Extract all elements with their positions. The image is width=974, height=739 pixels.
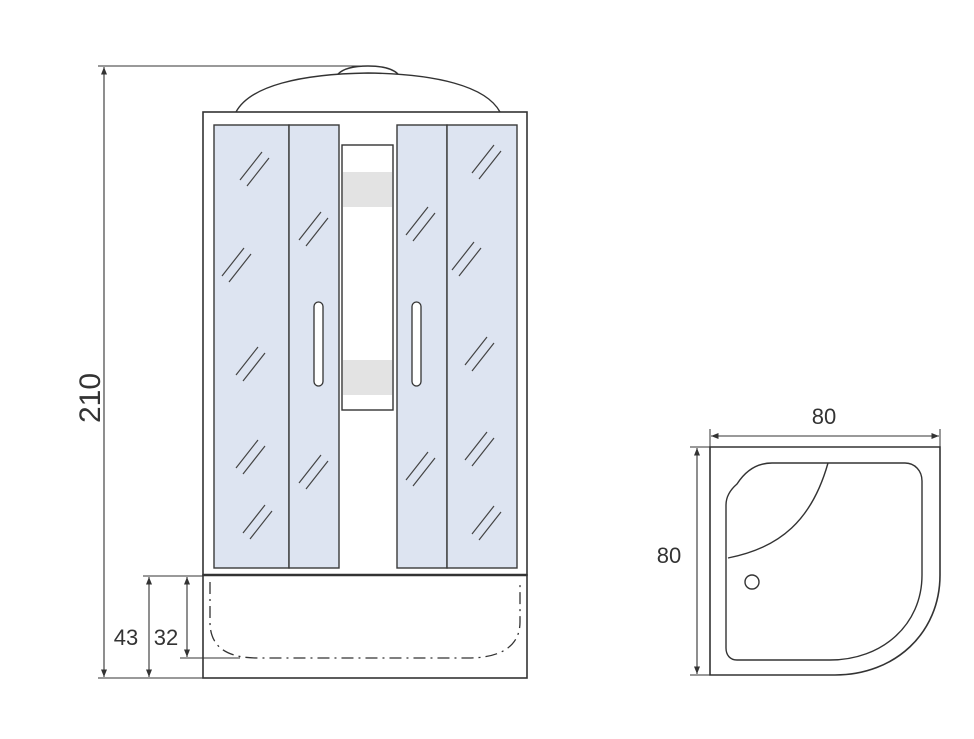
dimension-tray-height: 43	[114, 575, 203, 677]
drain-icon	[744, 574, 760, 590]
door-handle-right	[411, 301, 422, 387]
dimension-total-height: 210	[74, 65, 527, 679]
dimension-top-width: 80	[709, 404, 941, 447]
seat-curve	[727, 462, 829, 559]
door-handle-left	[313, 301, 324, 387]
back-panel-band-top	[343, 172, 392, 207]
tray-basin-top	[725, 462, 923, 661]
label-top-width: 80	[812, 404, 836, 429]
label-total-height: 210	[74, 373, 107, 423]
label-tray-height: 43	[114, 625, 138, 650]
glass-panel-right-outer	[446, 124, 518, 569]
tray-basin-hidden	[209, 582, 521, 659]
glass-reflections	[221, 144, 502, 541]
glass-panel-left-outer	[213, 124, 290, 569]
glass-panel-right-door	[396, 124, 448, 569]
front-view	[202, 65, 528, 679]
top-view	[709, 446, 941, 676]
dimension-top-depth: 80	[657, 446, 710, 676]
label-tray-inner-height: 32	[154, 625, 178, 650]
tray-body	[202, 574, 528, 679]
roof-dome	[235, 72, 501, 113]
back-panel-band-bottom	[343, 360, 392, 395]
tray-outline-top	[709, 446, 941, 676]
dimension-tray-inner-height: 32	[154, 577, 240, 659]
label-top-depth: 80	[657, 543, 681, 568]
